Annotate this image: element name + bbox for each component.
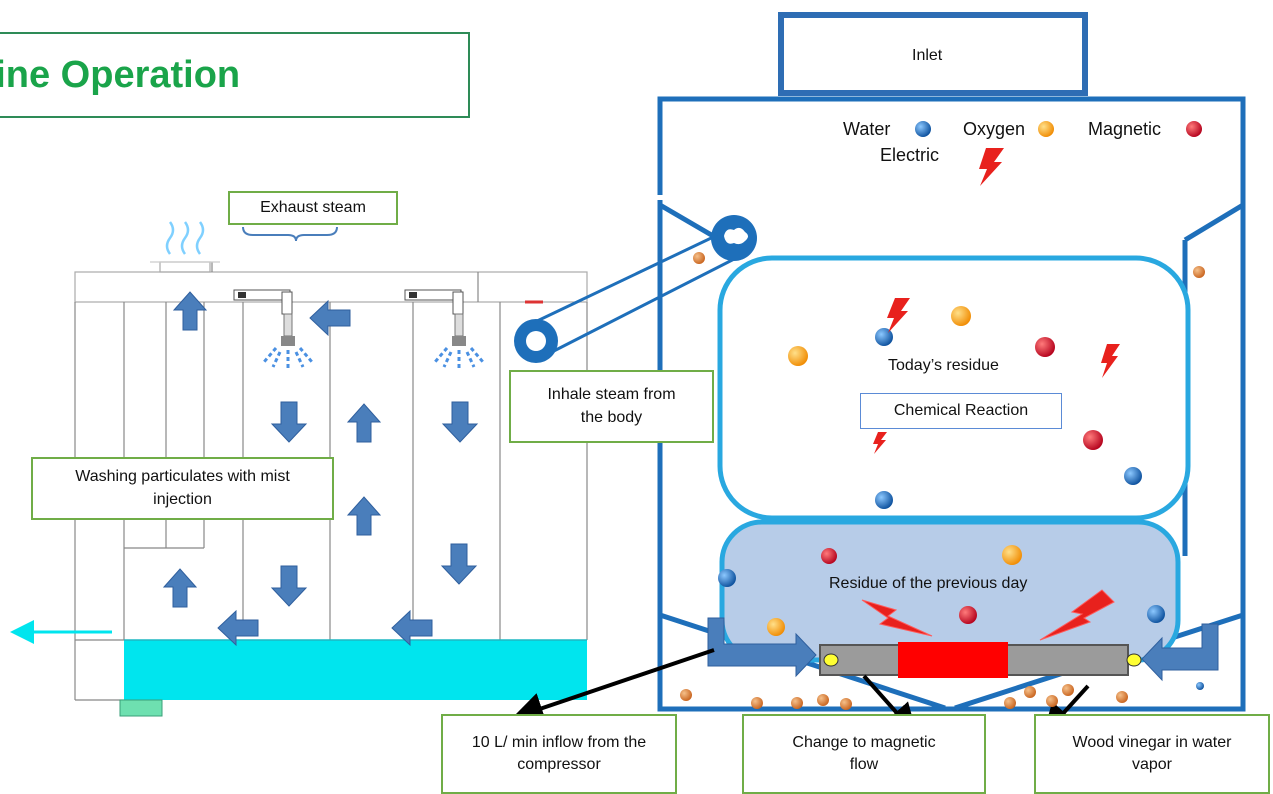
inflow-arrows (707, 617, 1219, 682)
legend-electric: Electric (880, 145, 940, 165)
previous-residue-label: Residue of the previous day (829, 575, 1028, 592)
lightning-bolts (861, 298, 1120, 641)
inhale-steam-label: Inhale steam from the body (509, 370, 714, 443)
magnetic-flow-label: Change to magnetic flow (742, 714, 986, 794)
todays-residue-chamber (717, 255, 1191, 521)
legend-water: Water (843, 119, 891, 139)
suction-pipe (514, 215, 757, 363)
magnetic-heater (819, 642, 1142, 678)
brace (242, 226, 338, 242)
legend-markers (915, 121, 1202, 186)
chemical-reaction-label: Chemical Reaction (860, 393, 1062, 429)
particles (680, 252, 1205, 710)
page-title: hine Operation (0, 32, 470, 118)
legend-oxygen: Oxygen (963, 119, 1026, 139)
drain-block (119, 699, 163, 717)
flow-arrows (162, 291, 479, 647)
wood-vinegar-label: Wood vinegar in water vapor (1034, 714, 1270, 794)
legend-magnetic: Magnetic (1088, 119, 1162, 139)
exhaust-steam-label: Exhaust steam (228, 191, 398, 225)
nozzle-1 (233, 289, 314, 368)
inflow-label: 10 L/ min inflow from the compressor (441, 714, 677, 794)
washing-label: Washing particulates with mist injection (31, 457, 334, 520)
steam-icon (165, 221, 205, 255)
water-basin (124, 640, 587, 700)
inlet-label: Inlet (912, 47, 943, 64)
todays-residue-label: Today’s residue (888, 357, 999, 374)
inlet-box (778, 12, 1088, 96)
nozzle-2 (404, 289, 485, 368)
